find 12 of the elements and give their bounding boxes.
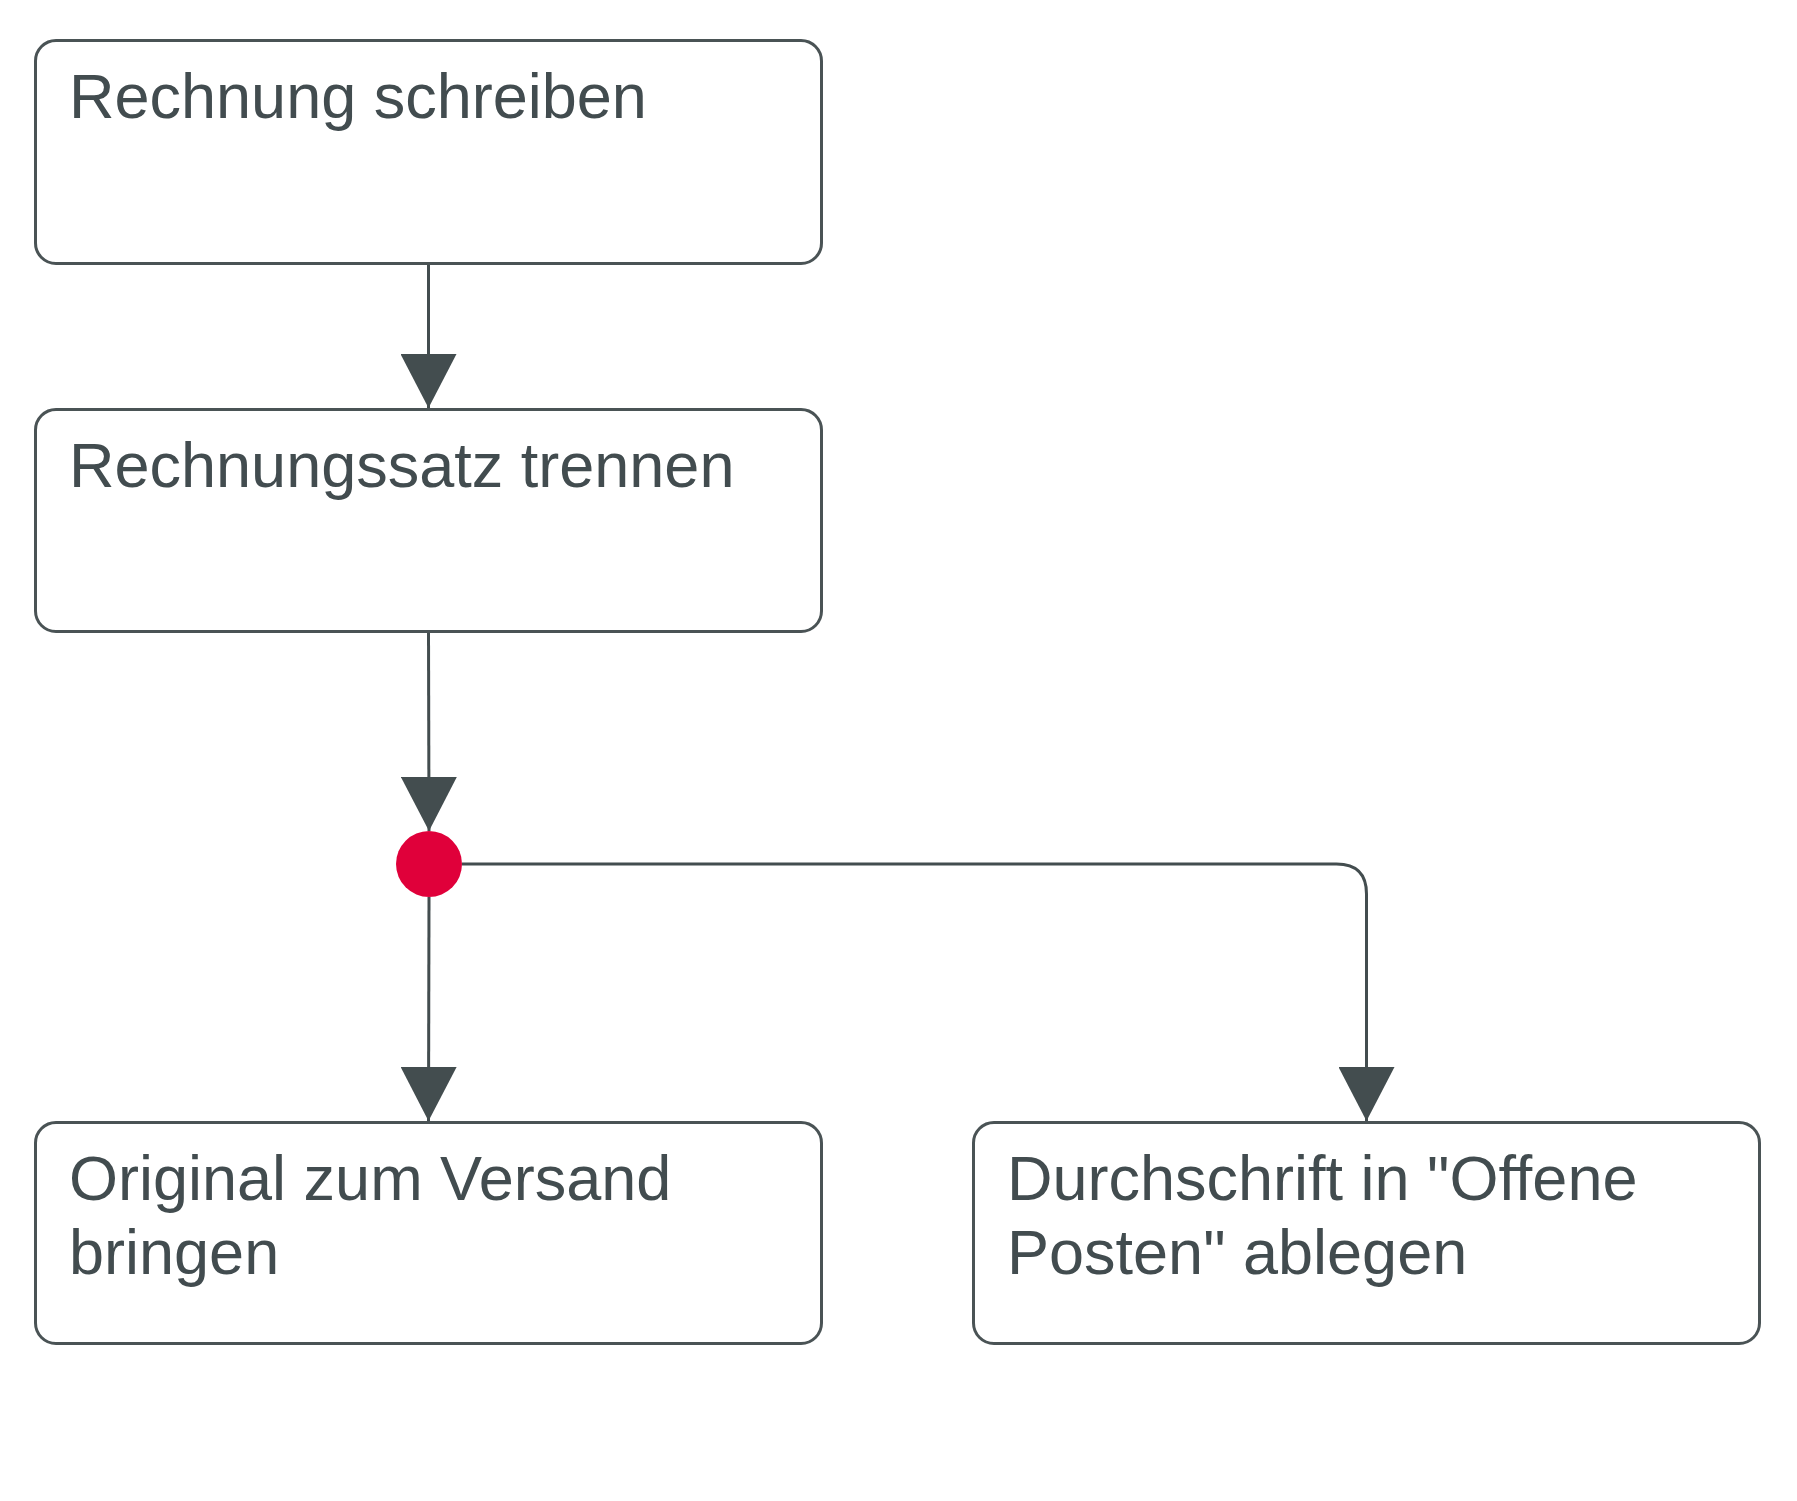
box-text: Rechnung schreiben [69, 60, 648, 133]
box-text: Durchschrift in "Offene Posten" ablegen [1007, 1142, 1639, 1289]
process-box [972, 1121, 1761, 1345]
box-text: Rechnungssatz trennen [69, 429, 736, 502]
process-box [34, 1121, 823, 1345]
process-box [34, 408, 823, 633]
process-box [34, 39, 823, 265]
arrow [400, 633, 457, 831]
box-text: Original zum Versand bringen [69, 1142, 673, 1289]
arrow [400, 897, 457, 1121]
arrow [400, 265, 457, 408]
arrow [462, 862, 1395, 1121]
